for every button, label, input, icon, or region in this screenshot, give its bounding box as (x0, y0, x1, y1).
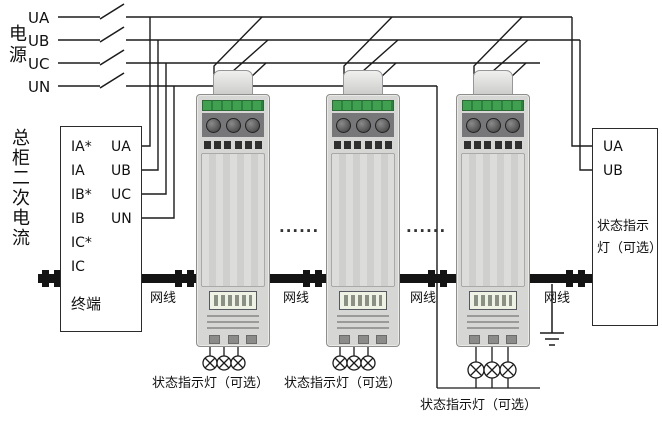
terminal-pin-ia-star: IA* (71, 139, 92, 155)
status-module-box: UA UB 状态指示 灯（可选） (592, 128, 662, 326)
terminal-pin-ib: IB (71, 211, 85, 227)
screw-icon (485, 117, 501, 133)
meter-top-tab (473, 70, 513, 98)
meter-terminal-screws (462, 113, 524, 137)
screw-icon (466, 117, 482, 133)
status-box-note-line1: 状态指示 (597, 219, 650, 234)
power-line-label-uc: UC (28, 55, 50, 73)
more-meters-ellipsis: ...... (279, 218, 320, 236)
meter-terminal-marking-strip (332, 100, 394, 111)
screw-icon (504, 117, 520, 133)
status-box-pin-ub: UB (603, 163, 623, 179)
din-rail (38, 270, 592, 287)
terminal-pin-ic-star: IC* (71, 235, 92, 251)
meter-lcd-display (209, 291, 257, 310)
screw-icon (206, 117, 222, 133)
secondary-current-label: 总柜二次电流 (9, 128, 30, 248)
status-box-pin-ua: UA (603, 139, 623, 155)
screw-icon (336, 117, 352, 133)
meter-terminal-screws (332, 113, 394, 137)
energy-meter-1 (194, 70, 270, 347)
status-box-note-line2: 灯（可选） (597, 241, 662, 256)
meter-body (201, 153, 265, 287)
network-cable-label-1: 网线 (150, 291, 177, 306)
meter-body (331, 153, 395, 287)
energy-meter-2 (324, 70, 400, 347)
terminal-pin-ia: IA (71, 163, 85, 179)
meter-terminal-marking-strip (462, 100, 524, 111)
switch-blades (99, 3, 125, 89)
network-cable-label-4: 网线 (544, 291, 571, 306)
status-indicator-label-3: 状态指示灯（可选） (420, 398, 538, 413)
meter-lcd-display (339, 291, 387, 310)
terminal-pin-uc: UC (111, 187, 132, 203)
meter-buttons (209, 335, 257, 344)
meter-terminal-screws (202, 113, 264, 137)
terminal-pin-ic: IC (71, 259, 85, 275)
network-cable-label-2: 网线 (283, 291, 310, 306)
meter-lcd-display (469, 291, 517, 310)
meter-terminal-slots (204, 141, 262, 149)
meter-shell (326, 94, 400, 347)
meter-buttons (469, 335, 517, 344)
meter-shell (456, 94, 530, 347)
meter-buttons (339, 335, 387, 344)
meter-shell (196, 94, 270, 347)
terminal-pin-ub: UB (111, 163, 131, 179)
meter-body (461, 153, 525, 287)
meter-label-text (207, 315, 259, 329)
power-line-label-un: UN (28, 78, 51, 96)
ground-symbol (540, 284, 564, 346)
screw-icon (355, 117, 371, 133)
network-cable-label-3: 网线 (410, 291, 437, 306)
indicator-lamps (202, 345, 540, 389)
screw-icon (225, 117, 241, 133)
power-lines (58, 16, 592, 388)
meter-terminal-marking-strip (202, 100, 264, 111)
meter-terminal-slots (464, 141, 522, 149)
more-meters-ellipsis: ...... (406, 218, 447, 236)
screw-icon (374, 117, 390, 133)
meter-label-text (467, 315, 519, 329)
terminal-box: IA* IA IB* IB IC* IC UA UB UC UN 终端 (60, 126, 142, 332)
status-indicator-label-1: 状态指示灯（可选） (152, 376, 270, 391)
power-line-label-ub: UB (28, 32, 50, 50)
screw-icon (244, 117, 260, 133)
meter-label-text (337, 315, 389, 329)
terminal-box-name: 终端 (71, 295, 102, 313)
power-line-label-ua: UA (28, 9, 50, 27)
status-indicator-label-2: 状态指示灯（可选） (284, 376, 402, 391)
meter-terminal-slots (334, 141, 392, 149)
terminal-pin-ib-star: IB* (71, 187, 92, 203)
terminal-pin-un: UN (111, 211, 132, 227)
terminal-box-feed-wires (140, 17, 175, 219)
power-source-label: 电源 (6, 24, 27, 66)
energy-meter-3 (454, 70, 530, 347)
terminal-pin-ua: UA (111, 139, 131, 155)
